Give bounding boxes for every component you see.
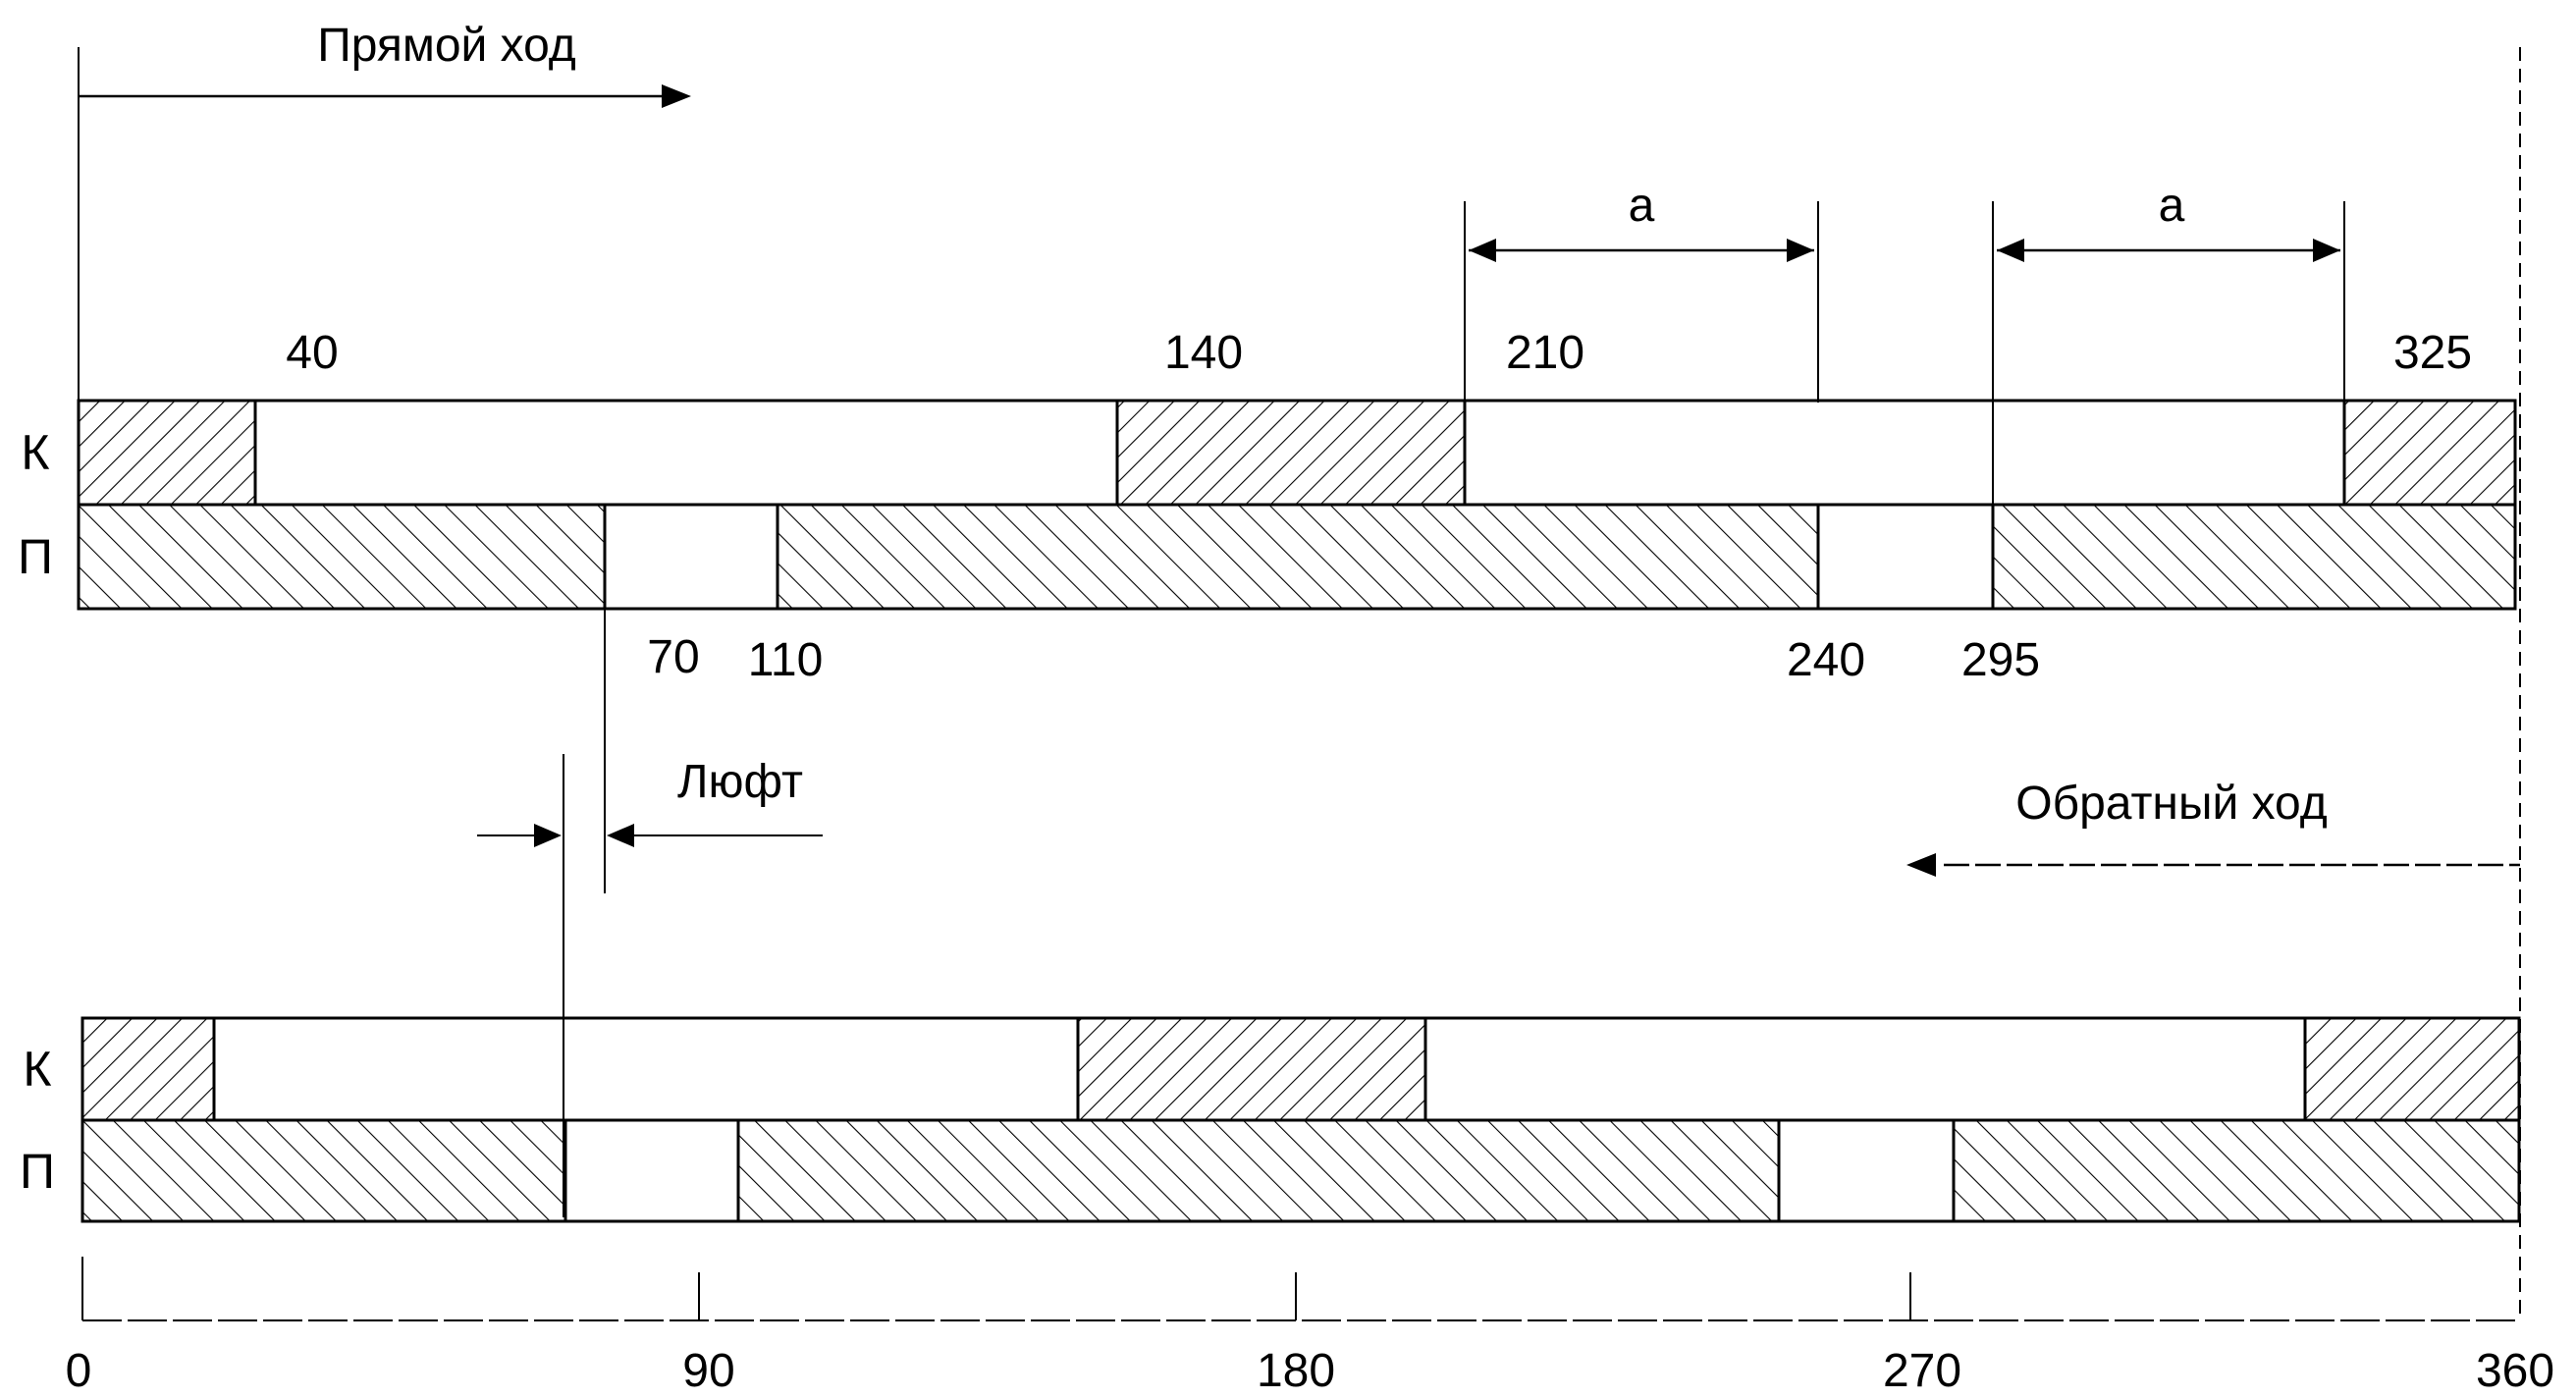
reverse-k-bar [80,1016,2521,1122]
forward-k-hatch-3 [2344,401,2515,505]
forward-p-hatch-3 [1993,505,2515,609]
backlash-label: Люфт [677,756,803,808]
forward-arrow-head [662,84,691,108]
reverse-p-hatch-1 [82,1120,565,1221]
value-140: 140 [1164,327,1243,379]
forward-k-bar [77,399,2517,507]
forward-bottom-values: 70 110 240 295 [647,631,2040,686]
value-240: 240 [1787,634,1865,686]
dim-a-right-label: a [2159,180,2185,232]
dim-a-left-arrow-end [1787,239,1814,262]
forward-p-hatch-1 [79,505,605,609]
forward-top-values: 40 140 210 325 [286,327,2472,379]
dimension-a-right: a [1992,180,2345,607]
forward-stroke-label: Прямой ход [317,20,576,72]
forward-p-row-label: П [18,529,53,584]
reverse-p-bar [80,1118,2521,1223]
backlash-arrow-right-head [607,824,634,847]
value-210: 210 [1506,327,1584,379]
reverse-p-hatch-2 [738,1120,1779,1221]
reverse-k-hatch-2 [1078,1018,1425,1120]
value-40: 40 [286,327,338,379]
forward-stroke-header: Прямой ход [78,20,691,403]
forward-k-row-label: К [21,425,49,480]
forward-p-bar [77,503,2517,611]
reverse-p-hatch-3 [1954,1120,2519,1221]
dim-a-right-arrow-start [1997,239,2024,262]
reverse-k-row-label: К [23,1042,51,1097]
value-295: 295 [1961,634,2040,686]
forward-p-outline [77,503,2517,611]
axis-tick-label-90: 90 [682,1345,734,1397]
forward-p-hatch-2 [778,505,1818,609]
value-70: 70 [647,631,699,683]
dim-a-right-arrow-end [2313,239,2340,262]
reverse-arrow-head [1906,853,1936,877]
dim-a-left-arrow-start [1469,239,1496,262]
dim-a-left-label: a [1629,180,1655,232]
reverse-stroke-label: Обратный ход [2015,778,2327,830]
axis-tick-label-360: 360 [2476,1345,2554,1397]
value-110: 110 [748,634,824,686]
forward-k-hatch-1 [79,401,255,505]
value-325: 325 [2393,327,2472,379]
axis-tick-label-180: 180 [1257,1345,1335,1397]
reverse-k-hatch-3 [2305,1018,2519,1120]
reverse-p-row-label: П [20,1144,55,1199]
reverse-p-outline [80,1118,2521,1223]
forward-k-hatch-2 [1117,401,1465,505]
axis-tick-label-0: 0 [66,1345,92,1397]
backlash-arrow-left-head [534,824,562,847]
axis-tick-label-270: 270 [1883,1345,1961,1397]
dimension-a-left: a [1464,180,1819,403]
degree-axis: 0 90 180 270 360 [66,1257,2554,1397]
reverse-k-hatch-1 [82,1018,214,1120]
